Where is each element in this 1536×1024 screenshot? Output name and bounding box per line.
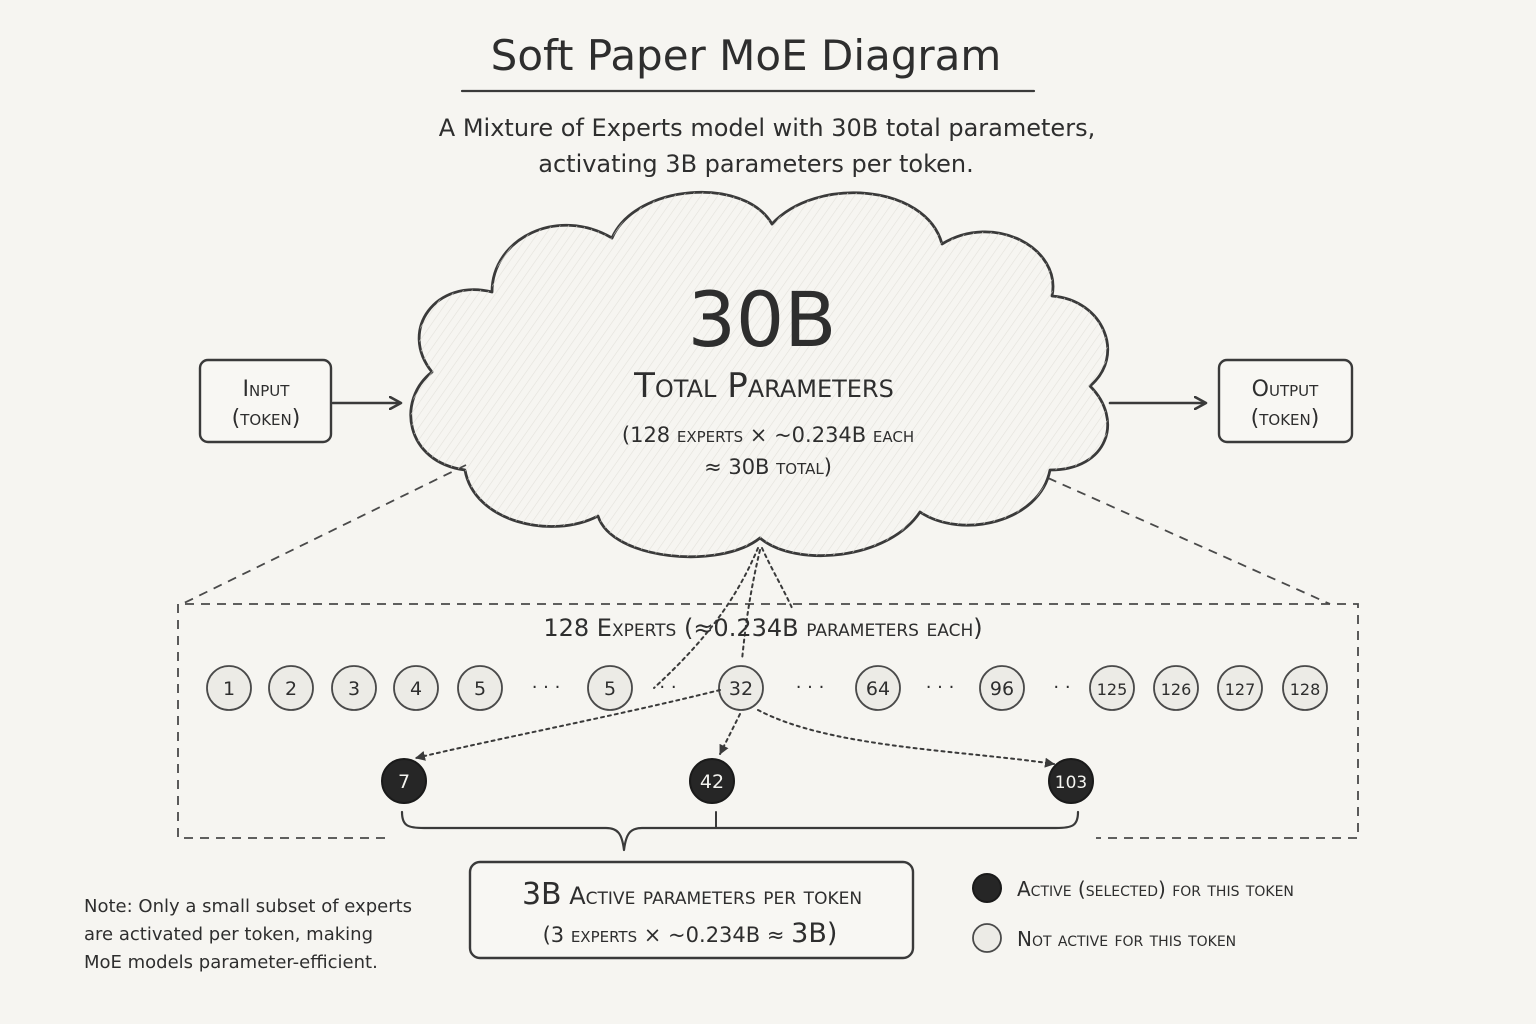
- legend-active-label: Active (selected) for this token: [1017, 877, 1294, 901]
- expert-node-active: [381, 758, 427, 804]
- active-experts-brace: [400, 810, 1080, 852]
- expert-node-label: 128: [1290, 680, 1321, 699]
- legend-active-swatch: [972, 873, 1002, 903]
- input-label: Input: [243, 377, 291, 402]
- output-box: [1217, 358, 1354, 444]
- route-arrow-to-7: [415, 689, 721, 761]
- legend-inactive-label: Not active for this token: [1017, 927, 1236, 951]
- expert-node-active-label: 7: [398, 771, 410, 793]
- note-line-3: MoE models parameter-efficient.: [84, 952, 378, 973]
- expert-node-label: 32: [729, 678, 753, 700]
- note-line-2: are activated per token, making: [84, 924, 373, 945]
- experts-ellipsis: · ·: [1053, 677, 1070, 698]
- router-line-right: [761, 547, 793, 609]
- subtitle-line-1: A Mixture of Experts model with 30B tota…: [439, 114, 1095, 142]
- expert-node-inactive: [206, 665, 252, 711]
- diagram-title: Soft Paper MoE Diagram: [491, 31, 1002, 80]
- active-experts-row: 7 42 103: [381, 758, 1094, 804]
- expert-node-label: 5: [604, 678, 616, 700]
- expert-node-label: 126: [1161, 680, 1192, 699]
- output-label: Output: [1252, 377, 1319, 402]
- expert-node-inactive: [1089, 665, 1135, 711]
- expert-node-active: [689, 758, 735, 804]
- experts-ellipsis: · · ·: [796, 677, 825, 698]
- route-arrow-to-42: [719, 713, 741, 755]
- expert-node-inactive: [718, 665, 764, 711]
- experts-row: 1 2 3 4 5 · · · 5 · · 32 · · · 64 · · · 96 · · 125 126 1…: [206, 665, 1328, 711]
- expert-node-label: 64: [866, 678, 890, 700]
- expert-node-inactive: [587, 665, 633, 711]
- experts-header: 128 Experts (≈0.234B parameters each): [543, 614, 982, 642]
- expert-node-inactive: [979, 665, 1025, 711]
- router-line-mid: [741, 549, 761, 661]
- expert-node-label: 5: [474, 678, 486, 700]
- expert-node-inactive: [1153, 665, 1199, 711]
- expert-node-label: 1: [223, 678, 235, 700]
- legend-inactive-swatch: [972, 923, 1002, 953]
- expert-node-active-label: 42: [700, 771, 724, 793]
- total-parameters-cloud: [409, 190, 1109, 559]
- active-params-label: Active parameters per token: [569, 882, 862, 910]
- experts-ellipsis: · ·: [659, 677, 676, 698]
- route-arrow-to-103: [757, 709, 1055, 768]
- cloud-total-value: 30B: [688, 275, 837, 364]
- expert-node-label: 127: [1225, 680, 1256, 699]
- cloud-total-label: Total Parameters: [633, 366, 894, 406]
- output-sublabel: (token): [1251, 406, 1320, 431]
- expert-node-label: 4: [410, 678, 422, 700]
- input-sublabel: (token): [232, 406, 301, 431]
- expert-node-label: 3: [348, 678, 360, 700]
- expert-node-active: [1048, 758, 1094, 804]
- active-params-line-1: 3B Active parameters per token: [522, 877, 862, 912]
- subtitle-line-2: activating 3B parameters per token.: [538, 150, 973, 178]
- expert-node-inactive: [331, 665, 377, 711]
- experts-panel-border: [177, 603, 1359, 839]
- expert-node-inactive: [268, 665, 314, 711]
- expert-node-active-label: 103: [1055, 773, 1087, 793]
- active-params-value: 3B: [522, 877, 562, 912]
- expert-node-label: 2: [285, 678, 297, 700]
- cloud-detail-line-1: (128 experts × ~0.234B each: [622, 423, 914, 447]
- expert-node-inactive: [855, 665, 901, 711]
- zoom-line-left: [179, 464, 467, 606]
- note-line-1: Note: Only a small subset of experts: [84, 896, 412, 917]
- input-box: [198, 358, 333, 444]
- active-params-detail-value: 3B): [791, 918, 837, 949]
- experts-ellipsis: · · ·: [926, 677, 955, 698]
- expert-node-label: 96: [990, 678, 1014, 700]
- expert-node-inactive: [1217, 665, 1263, 711]
- zoom-line-right: [1047, 477, 1331, 605]
- expert-node-inactive: [1282, 665, 1328, 711]
- experts-ellipsis: · · ·: [532, 677, 561, 698]
- cloud-detail-line-2: ≈ 30B total): [704, 455, 832, 479]
- active-params-box: [468, 860, 915, 960]
- expert-node-inactive: [457, 665, 503, 711]
- expert-node-label: 125: [1097, 680, 1128, 699]
- active-params-line-2: (3 experts × ~0.234B ≈ 3B): [543, 918, 838, 949]
- active-params-detail: (3 experts × ~0.234B ≈: [543, 923, 785, 947]
- expert-node-inactive: [393, 665, 439, 711]
